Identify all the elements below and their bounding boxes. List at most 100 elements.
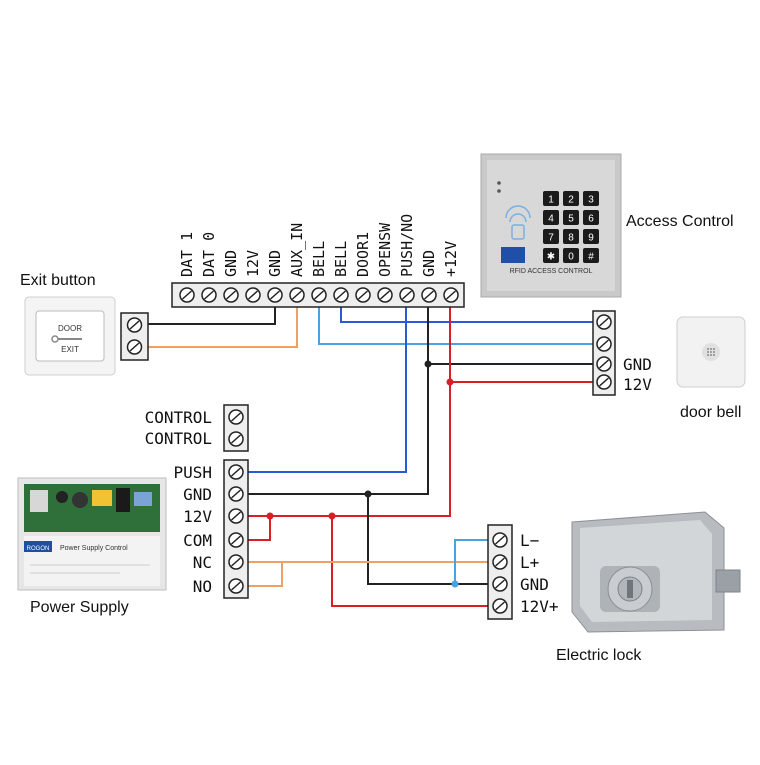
controller-terminal-label: PUSH/NO: [398, 214, 416, 277]
com-label: COM: [183, 531, 212, 550]
door-bell-terminal-block: [592, 310, 616, 396]
controller-terminal-label: BELL: [332, 241, 350, 277]
controller-terminal-screw: [267, 287, 283, 303]
controller-terminal-screw: [333, 287, 349, 303]
keypad-key: [543, 229, 559, 244]
psu-terminal-screw: [228, 532, 244, 548]
psu-terminal-screw: [228, 508, 244, 524]
wire-l-minus: [454, 539, 488, 584]
controller-terminal-screw: [223, 287, 239, 303]
keypad-key: [583, 210, 599, 225]
keypad-key-label: 5: [568, 214, 574, 225]
keypad-key: [583, 229, 599, 244]
psu-gnd-label: GND: [183, 485, 212, 504]
push-label: PUSH: [173, 463, 212, 482]
wire-bell-2: [318, 294, 593, 345]
controller-terminal-screw: [421, 287, 437, 303]
keypad-key-label: 0: [568, 252, 574, 263]
access-control-caption: Access Control: [626, 213, 734, 230]
keypad-key: [563, 248, 579, 263]
keypad-key-label: 8: [568, 233, 574, 244]
controller-terminal-label: OPENSW: [376, 222, 394, 277]
lock-terminal-screw: [492, 554, 508, 570]
controller-terminal-label: DAT 1: [178, 232, 196, 277]
controller-terminal-screw: [289, 287, 305, 303]
keypad-key: [543, 248, 559, 263]
controller-terminal-label: DAT 0: [200, 232, 218, 277]
control-2-label: CONTROL: [145, 429, 212, 448]
door-bell-terminal-screw: [596, 374, 612, 390]
psu-terminal-block: [223, 459, 249, 599]
keypad-key: [583, 248, 599, 263]
wire-exit-auxin: [148, 294, 298, 348]
door-bell-gnd-label: GND: [623, 355, 652, 374]
controller-terminal-label: 12V: [244, 250, 262, 277]
keypad-key-label: ✱: [547, 252, 555, 263]
controller-terminal-label: +12V: [442, 241, 460, 277]
exit-terminal-block: [120, 312, 149, 361]
controller-terminal-screw: [245, 287, 261, 303]
keypad-key-label: 9: [588, 233, 594, 244]
door-bell-device: [676, 316, 746, 388]
electric-lock-device: [571, 511, 741, 633]
psu-terminal-screw: [228, 578, 244, 594]
wire-no: [248, 562, 283, 587]
controller-terminal-screw: [179, 287, 195, 303]
lock-terminal-screw: [492, 532, 508, 548]
wire-lock-gnd: [367, 494, 488, 585]
no-label: NO: [193, 577, 212, 596]
door-bell-terminal-screw: [596, 356, 612, 372]
rfid-print: RFID ACCESS CONTROL: [510, 268, 593, 275]
power-supply-device: ROGON Power Supply Control: [17, 477, 167, 591]
lock-l-minus-label: L−: [520, 531, 539, 550]
door-bell-terminal-screw: [596, 314, 612, 330]
controller-terminal-label: AUX_IN: [288, 223, 306, 277]
nc-label: NC: [193, 553, 212, 572]
door-bell-caption: door bell: [680, 404, 741, 421]
controller-terminal-label: BELL: [310, 241, 328, 277]
controller-terminal-label: GND: [222, 250, 240, 277]
lock-terminal-block: [487, 524, 513, 620]
junctions: [266, 360, 459, 588]
keypad-key-label: 6: [588, 214, 594, 225]
lock-12v-label: 12V+: [520, 597, 559, 616]
controller-terminal-screw: [355, 287, 371, 303]
control-terminal-block: [223, 404, 249, 452]
wire-12v-main: [248, 294, 451, 517]
controller-terminal-screw: [399, 287, 415, 303]
lock-terminal-screw: [492, 598, 508, 614]
keypad-key-label: 1: [548, 195, 554, 206]
wire-push-no: [248, 294, 407, 473]
keypad-key-label: 7: [548, 233, 554, 244]
power-supply-caption: Power Supply: [30, 599, 129, 616]
controller-terminal-screw: [443, 287, 459, 303]
lock-l-plus-label: L+: [520, 553, 539, 572]
psu-terminal-screw: [228, 464, 244, 480]
psu-title-print: Power Supply Control: [60, 545, 128, 552]
exit-button-caption: Exit button: [20, 272, 96, 289]
controller-screws: [179, 287, 459, 303]
keypad-key: [563, 229, 579, 244]
keypad-key-label: 4: [548, 214, 554, 225]
keypad-key: [583, 191, 599, 206]
controller-terminal-label: GND: [420, 250, 438, 277]
controller-terminal-screw: [377, 287, 393, 303]
control-1-label: CONTROL: [145, 408, 212, 427]
exit-door-text: DOOR: [58, 324, 82, 333]
keypad-key-label: 2: [568, 195, 574, 206]
wire-lock-12v: [331, 516, 488, 607]
keypad-key-label: #: [588, 252, 594, 263]
electric-lock-caption: Electric lock: [556, 647, 642, 664]
lock-gnd-label: GND: [520, 575, 549, 594]
keypad-key: [543, 210, 559, 225]
psu-terminal-screw: [228, 486, 244, 502]
keypad-key: [563, 191, 579, 206]
controller-terminal-label: GND: [266, 250, 284, 277]
psu-brand-print: ROGON: [27, 546, 50, 552]
